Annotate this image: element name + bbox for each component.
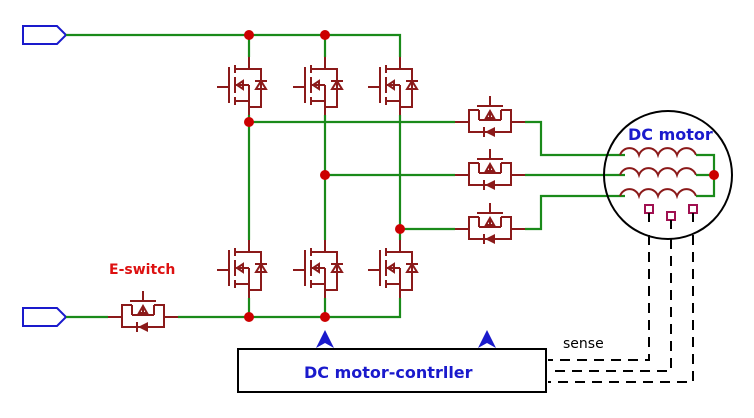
sense-line-3 xyxy=(548,235,694,383)
phase-switch-b xyxy=(454,148,526,191)
junction-node xyxy=(320,312,330,322)
junction-node xyxy=(395,224,405,234)
controller-output-arrow-2 xyxy=(478,330,496,348)
input-port-bottom[interactable] xyxy=(22,307,68,327)
high-side-mosfet-3 xyxy=(367,56,419,116)
e-switch-label: E-switch xyxy=(109,262,175,278)
hall-sensor-3 xyxy=(688,204,698,214)
sense-line-1 xyxy=(548,235,650,361)
bottom-rail-wire xyxy=(178,298,402,319)
e-switch[interactable] xyxy=(107,290,179,333)
motor-windings xyxy=(619,147,697,200)
top-rail-wire xyxy=(66,33,402,57)
controller-output-arrow-1 xyxy=(316,330,334,348)
hall-sensor-1 xyxy=(644,204,654,214)
high-side-mosfet-1 xyxy=(216,56,268,116)
junction-node xyxy=(244,312,254,322)
motor-wire-a xyxy=(525,120,625,157)
motor-wire-c xyxy=(525,194,625,231)
junction-node xyxy=(244,30,254,40)
sense-label: sense xyxy=(563,336,604,352)
high-side-mosfet-2 xyxy=(292,56,344,116)
winding-c xyxy=(619,188,697,200)
phase-switch-a xyxy=(454,95,526,138)
low-side-mosfet-1 xyxy=(216,239,268,299)
winding-a xyxy=(619,147,697,159)
motor-controller-box[interactable] xyxy=(237,348,547,393)
motor-label: DC motor xyxy=(628,125,713,144)
low-side-mosfet-2 xyxy=(292,239,344,299)
motor-housing[interactable] xyxy=(603,110,733,240)
star-point-node xyxy=(709,170,719,180)
low-side-mosfet-3 xyxy=(367,239,419,299)
phase-switch-c xyxy=(454,202,526,245)
input-port-top[interactable] xyxy=(22,25,68,45)
junction-node xyxy=(244,117,254,127)
winding-b xyxy=(619,167,697,179)
junction-node xyxy=(320,170,330,180)
sense-line-2 xyxy=(548,239,672,372)
junction-node xyxy=(320,30,330,40)
motor-controller-label: DC motor-contrller xyxy=(304,363,473,382)
hall-sensors xyxy=(644,204,698,229)
hall-sensor-2 xyxy=(666,211,676,221)
